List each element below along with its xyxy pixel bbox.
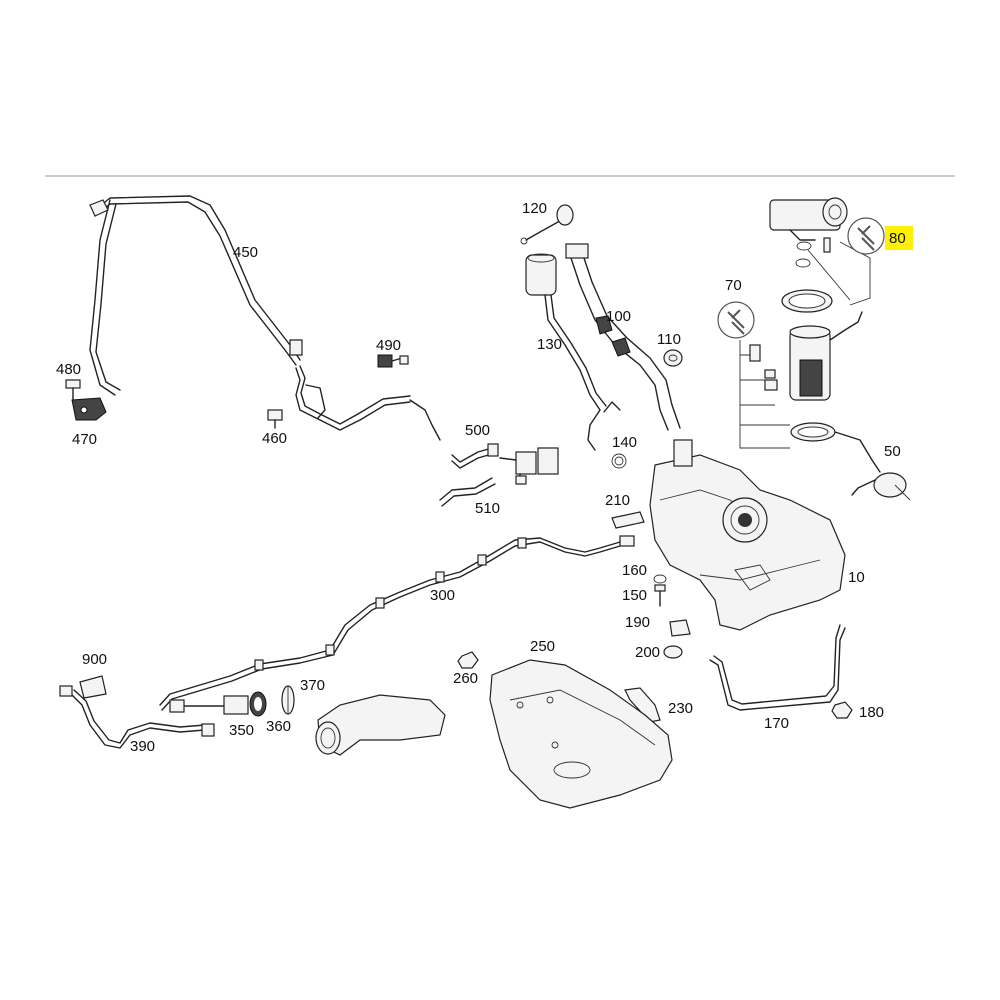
line-390[interactable]	[59, 685, 215, 749]
hose-510[interactable]	[439, 477, 496, 507]
bracket-210[interactable]	[611, 511, 645, 529]
callout-370[interactable]: 370	[300, 677, 325, 694]
part-900[interactable]	[79, 675, 107, 699]
callout-360[interactable]: 360	[266, 718, 291, 735]
strap-170[interactable]	[709, 624, 846, 711]
bracket-470[interactable]	[71, 397, 107, 421]
connector-300-end[interactable]	[619, 535, 635, 547]
grommet-110[interactable]	[663, 349, 683, 367]
callout-160[interactable]: 160	[622, 562, 647, 579]
callout-140[interactable]: 140	[612, 434, 637, 451]
hose-500[interactable]	[451, 443, 499, 469]
connector-490[interactable]	[377, 354, 409, 368]
callout-highlight	[885, 226, 913, 250]
nut-260[interactable]	[457, 651, 479, 669]
callout-170[interactable]: 170	[764, 715, 789, 732]
pump-module-80[interactable]	[769, 197, 848, 268]
callout-490[interactable]: 490	[376, 337, 401, 354]
callout-300[interactable]: 300	[430, 587, 455, 604]
callout-510[interactable]: 510	[475, 500, 500, 517]
bolt-480[interactable]	[65, 379, 81, 401]
callout-460[interactable]: 460	[262, 430, 287, 447]
callout-130[interactable]: 130	[537, 336, 562, 353]
callout-250[interactable]: 250	[530, 638, 555, 655]
washer-160[interactable]	[653, 574, 667, 584]
bolt-150[interactable]	[654, 584, 666, 607]
nut-200[interactable]	[663, 645, 683, 659]
locking-ring-70[interactable]	[781, 289, 833, 313]
bracket-230[interactable]	[624, 687, 661, 723]
callout-210[interactable]: 210	[605, 492, 630, 509]
callout-350[interactable]: 350	[229, 722, 254, 739]
wrench-icon	[847, 217, 885, 255]
callout-190[interactable]: 190	[625, 614, 650, 631]
callout-470[interactable]: 470	[72, 431, 97, 448]
callout-500[interactable]: 500	[465, 422, 490, 439]
callout-70[interactable]: 70	[725, 277, 742, 294]
callout-180[interactable]: 180	[859, 704, 884, 721]
callout-900[interactable]: 900	[82, 651, 107, 668]
callout-230[interactable]: 230	[668, 700, 693, 717]
filter-370[interactable]	[281, 685, 295, 715]
valve-350[interactable]	[169, 695, 249, 715]
callout-260[interactable]: 260	[453, 670, 478, 687]
callout-120[interactable]: 120	[522, 200, 547, 217]
callout-50[interactable]: 50	[884, 443, 901, 460]
valve-unit[interactable]	[499, 447, 559, 485]
callout-10[interactable]: 10	[848, 569, 865, 586]
callout-100[interactable]: 100	[606, 308, 631, 325]
filler-cap-120[interactable]	[520, 204, 574, 245]
wrench-icon	[717, 301, 755, 339]
ring-360[interactable]	[249, 691, 267, 717]
heat-shield-250[interactable]	[489, 659, 673, 809]
sensor-50[interactable]	[834, 431, 911, 501]
callout-390[interactable]: 390	[130, 738, 155, 755]
ring-140[interactable]	[611, 453, 627, 469]
callout-200[interactable]: 200	[635, 644, 660, 661]
filler-neck-100[interactable]	[565, 243, 681, 431]
nut-180[interactable]	[831, 701, 853, 719]
intake-duct[interactable]	[315, 694, 446, 756]
callout-450[interactable]: 450	[233, 244, 258, 261]
callout-80[interactable]: 80	[889, 230, 906, 247]
fuel-line-300[interactable]	[159, 537, 621, 711]
fuel-tank-10[interactable]	[649, 439, 846, 631]
fuel-sender[interactable]	[749, 311, 863, 401]
callout-110[interactable]: 110	[657, 331, 681, 348]
tube-130[interactable]	[525, 253, 621, 451]
callout-480[interactable]: 480	[56, 361, 81, 378]
clip-460[interactable]	[267, 409, 283, 429]
seal-ring[interactable]	[790, 422, 836, 442]
fuel-line-450[interactable]	[89, 195, 441, 441]
callout-150[interactable]: 150	[622, 587, 647, 604]
bracket-190[interactable]	[669, 619, 691, 637]
